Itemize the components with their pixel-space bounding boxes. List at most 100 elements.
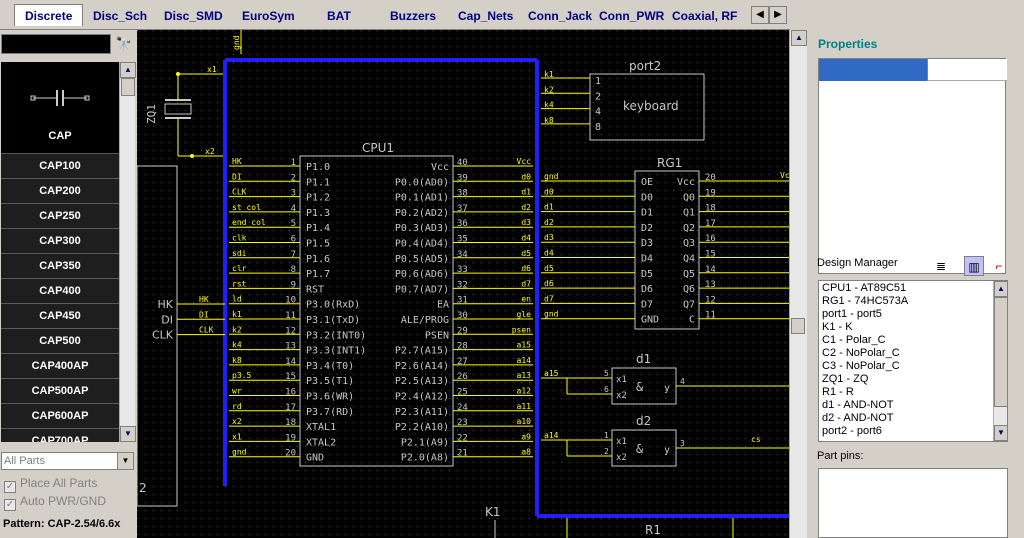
chevron-left-icon: ◀ xyxy=(756,9,764,20)
properties-selected-row[interactable] xyxy=(819,59,927,81)
left-connector-bottom-label: 2 xyxy=(139,481,147,495)
cpu1-right-pin-name: P0.5(AD5) xyxy=(395,254,449,265)
part-pins-box xyxy=(818,468,1008,538)
tab-scroll-right-button[interactable]: ▶ xyxy=(769,6,787,24)
part-item-cap250[interactable]: CAP250 xyxy=(1,204,119,229)
tab-bat[interactable]: BAT xyxy=(327,9,351,23)
design-manager-scrollbar[interactable]: ▲ ▼ xyxy=(993,281,1007,441)
cpu1-right-net-label: d1 xyxy=(521,188,531,197)
dm-item[interactable]: d2 - AND-NOT xyxy=(822,412,894,424)
dm-item[interactable]: C1 - Polar_C xyxy=(822,334,886,346)
cpu1-body xyxy=(299,155,454,467)
schematic-drawing[interactable]: CPU1P1.01HKP1.12DIP1.23CLKP1.34st_colP1.… xyxy=(137,30,789,538)
auto-pwr-gnd-checkbox[interactable]: ✓Auto PWR/GND xyxy=(4,494,106,511)
tab-cap-nets[interactable]: Cap_Nets xyxy=(458,9,514,23)
dm-item[interactable]: R1 - R xyxy=(822,386,854,398)
rg1-ref-label: RG1 xyxy=(657,156,682,170)
cpu1-right-pin-number: 28 xyxy=(457,342,468,352)
left-connector-body xyxy=(137,165,178,507)
scroll-down-button[interactable]: ▼ xyxy=(120,426,136,442)
cpu1-left-net-label: rd xyxy=(232,402,242,411)
cpu1-left-net-label: k8 xyxy=(232,356,242,365)
rg1-left-net-label: d7 xyxy=(544,294,554,303)
dm-item[interactable]: d1 - AND-NOT xyxy=(822,399,894,411)
scroll-thumb[interactable] xyxy=(121,78,135,96)
part-item-cap200[interactable]: CAP200 xyxy=(1,179,119,204)
chevron-down-icon[interactable]: ▼ xyxy=(117,453,133,469)
part-item-cap100[interactable]: CAP100 xyxy=(1,154,119,179)
rg1-left-pin-name: D5 xyxy=(641,269,653,280)
dm-item[interactable]: RG1 - 74HC573A xyxy=(822,295,909,307)
dm-item[interactable]: ZQ1 - ZQ xyxy=(822,373,869,385)
cpu1-right-net-label: gle xyxy=(517,310,532,319)
cpu1-left-net-label: clr xyxy=(232,264,247,273)
tab-scroll-left-button[interactable]: ◀ xyxy=(751,6,769,24)
part-item-cap300[interactable]: CAP300 xyxy=(1,229,119,254)
part-preview: CAP xyxy=(1,62,119,154)
part-list-scrollbar[interactable]: ▲ ▼ xyxy=(119,62,136,442)
canvas-scroll-up-button[interactable]: ▲ xyxy=(791,30,807,46)
auto-pwr-gnd-label: Auto PWR/GND xyxy=(20,494,107,508)
cpu1-right-pin-name: P0.2(AD2) xyxy=(395,208,449,219)
dm-item[interactable]: C2 - NoPolar_C xyxy=(822,347,900,359)
dm-item[interactable]: port1 - port5 xyxy=(822,308,882,320)
dm-scroll-up-button[interactable]: ▲ xyxy=(994,281,1007,297)
dm-item[interactable]: port2 - port6 xyxy=(822,425,882,437)
binoculars-icon[interactable]: 🔭 xyxy=(115,36,133,51)
gate-d1-pin2-number: 6 xyxy=(604,385,609,394)
dm-item[interactable]: K1 - K xyxy=(822,321,853,333)
part-item-cap600ap[interactable]: CAP600AP xyxy=(1,404,119,429)
list-view-icon[interactable]: ≣ xyxy=(935,259,947,273)
cpu1-right-pin-number: 26 xyxy=(457,372,468,382)
gate-d2-output-pin-number: 3 xyxy=(680,439,685,448)
canvas-scrollbar[interactable]: ▲ xyxy=(789,30,807,538)
tab-disc-sch[interactable]: Disc_Sch xyxy=(93,9,148,23)
part-item-cap350[interactable]: CAP350 xyxy=(1,254,119,279)
part-item-cap400[interactable]: CAP400 xyxy=(1,279,119,304)
cpu1-left-pin-name: P3.1(TxD) xyxy=(306,315,360,326)
cpu1-right-pin-name: P2.0(A8) xyxy=(401,453,449,464)
tab-disc-smd[interactable]: Disc_SMD xyxy=(164,9,223,23)
rg1-right-pin-name: Q3 xyxy=(683,238,695,249)
rg1-right-pin-number: 20 xyxy=(705,173,716,183)
properties-value-cell[interactable] xyxy=(927,59,1007,81)
port2-body xyxy=(589,73,705,141)
cpu1-left-pin-name: P3.3(INT1) xyxy=(306,346,366,357)
dm-scroll-thumb[interactable] xyxy=(994,297,1007,407)
component-view-icon[interactable]: ▥ xyxy=(964,256,984,276)
tab-conn-jack[interactable]: Conn_Jack xyxy=(528,9,593,23)
part-search-input[interactable] xyxy=(1,34,111,54)
part-item-cap500[interactable]: CAP500 xyxy=(1,329,119,354)
crystal-net-label-x1: x1 xyxy=(207,65,217,74)
tab-buzzers[interactable]: Buzzers xyxy=(390,9,437,23)
dm-scroll-down-button[interactable]: ▼ xyxy=(994,425,1007,441)
dm-item[interactable]: C3 - NoPolar_C xyxy=(822,360,900,372)
cpu1-right-pin-number: 34 xyxy=(457,250,468,260)
left-connector-net-label: CLK xyxy=(199,326,214,335)
cpu1-left-pin-number: 14 xyxy=(285,357,296,367)
scroll-up-button[interactable]: ▲ xyxy=(120,62,136,78)
chevron-down-icon: ▼ xyxy=(124,429,132,438)
part-item-cap450[interactable]: CAP450 xyxy=(1,304,119,329)
part-item-cap500ap[interactable]: CAP500AP xyxy=(1,379,119,404)
dm-item[interactable]: CPU1 - AT89C51 xyxy=(822,282,907,294)
tab-coaxial-rf[interactable]: Coaxial, RF xyxy=(672,9,738,23)
chevron-up-icon: ▲ xyxy=(997,284,1005,293)
rg1-right-pin-name: Q1 xyxy=(683,208,695,219)
place-all-parts-checkbox[interactable]: ✓Place All Parts xyxy=(4,476,97,493)
cpu1-left-pin-name: XTAL2 xyxy=(306,437,336,448)
gate-d2-output-label: y xyxy=(664,445,670,456)
tab-eurosym[interactable]: EuroSym xyxy=(242,9,295,23)
left-connector-pin-label: HK xyxy=(158,298,174,311)
gate-d2-pin2-number: 2 xyxy=(604,447,609,456)
part-item-cap400ap[interactable]: CAP400AP xyxy=(1,354,119,379)
tab-conn-pwr[interactable]: Conn_PWR xyxy=(599,9,665,23)
part-item-cap700ap[interactable]: CAP700AP xyxy=(1,429,119,442)
crystal-net-label-x2: x2 xyxy=(205,147,215,156)
part-filter-select[interactable]: All Parts ▼ xyxy=(1,452,134,470)
gate-d1-output-pin-number: 4 xyxy=(680,377,685,386)
net-view-icon[interactable]: ⌐ xyxy=(995,259,1003,273)
canvas-scroll-thumb[interactable] xyxy=(791,318,805,334)
tab-discrete[interactable]: Discrete xyxy=(14,4,84,26)
